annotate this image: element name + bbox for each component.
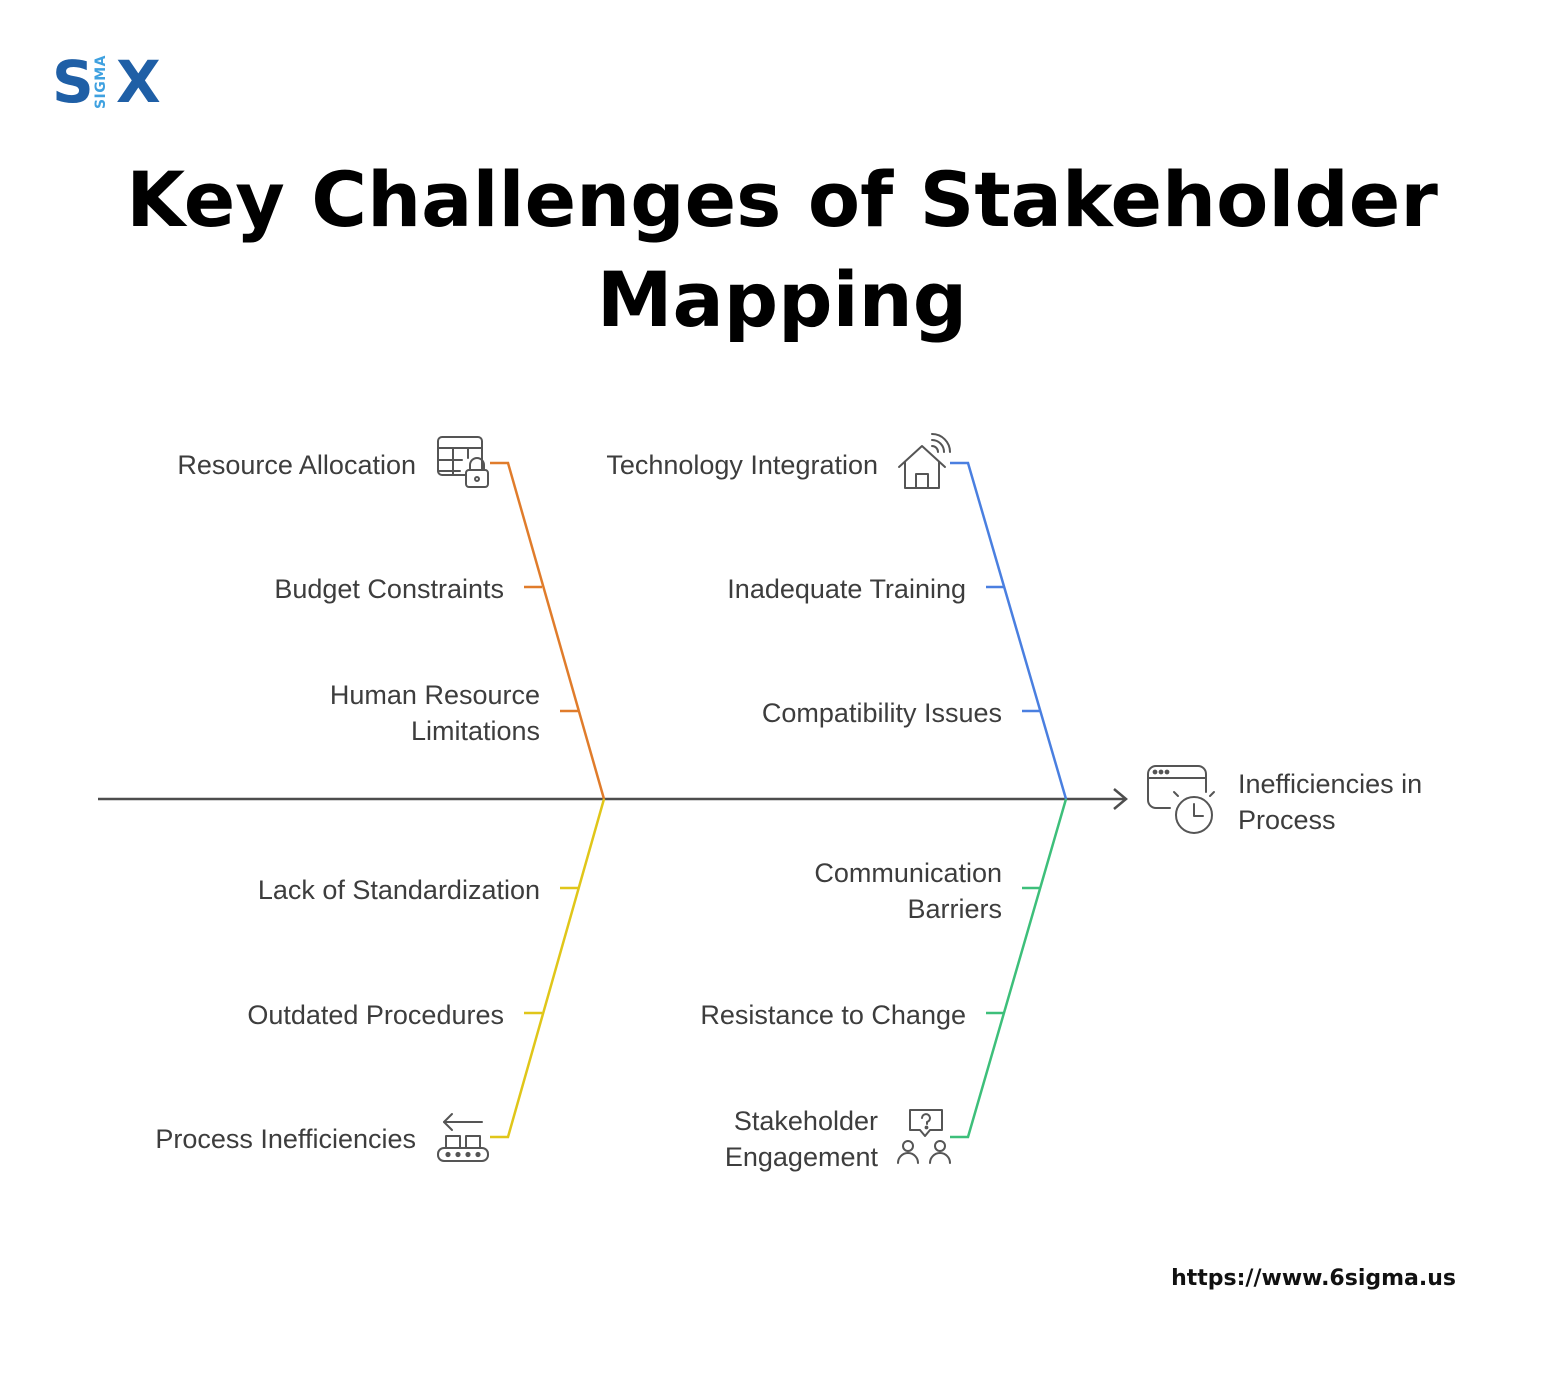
- browser-clock-icon: [1147, 765, 1215, 834]
- cause-resistance-to-change: Resistance to Change: [700, 1000, 966, 1030]
- cause-human-resource-limitations: Human Resource Limitations: [240, 677, 540, 749]
- cause-lack-of-standardization: Lack of Standardization: [257, 875, 540, 905]
- cause-resource-allocation: Resource Allocation: [177, 450, 416, 480]
- logo-letter-x: X: [116, 48, 161, 116]
- cause-technology-integration: Technology Integration: [606, 450, 878, 480]
- branch-resource-bone: [490, 461, 606, 800]
- title-line-1: Key Challenges of Stakeholder: [126, 155, 1438, 244]
- people-question-icon: [897, 1109, 951, 1164]
- cause-human-resource-line-1: Human Resource: [329, 680, 540, 710]
- branch-people: [950, 798, 1068, 1139]
- page-title: Key Challenges of Stakeholder Mapping: [0, 150, 1564, 350]
- effect-label: Inefficiencies in Process: [1238, 766, 1538, 838]
- branch-people-bone: [950, 798, 1068, 1139]
- logo-letter-s: S: [52, 48, 94, 116]
- title-line-2: Mapping: [596, 255, 968, 344]
- cause-human-resource-line-2: Limitations: [410, 716, 540, 746]
- branch-resource: [490, 461, 606, 800]
- cause-stakeholder-engagement: Stakeholder Engagement: [640, 1103, 878, 1175]
- cause-communication-line-1: Communication: [814, 858, 1002, 888]
- cause-inadequate-training: Inadequate Training: [727, 574, 966, 604]
- smart-home-icon: [898, 433, 951, 489]
- conveyor-belt-icon: [437, 1113, 489, 1162]
- cause-process-inefficiencies: Process Inefficiencies: [155, 1124, 416, 1154]
- cause-stakeholder-line-2: Engagement: [724, 1142, 878, 1172]
- cause-communication-line-2: Barriers: [907, 894, 1002, 924]
- branch-technology: [950, 461, 1068, 800]
- footer-url: https://www.6sigma.us: [1171, 1266, 1456, 1291]
- branch-process: [490, 798, 606, 1139]
- company-logo: S SIGMA X: [52, 50, 172, 114]
- table-lock-icon: [437, 436, 489, 488]
- branch-process-bone: [490, 798, 606, 1139]
- cause-outdated-procedures: Outdated Procedures: [247, 1000, 504, 1030]
- cause-compatibility-issues: Compatibility Issues: [761, 698, 1002, 728]
- effect-label-line-1: Inefficiencies in: [1238, 769, 1423, 799]
- branch-technology-bone: [950, 461, 1068, 800]
- effect-label-line-2: Process: [1238, 805, 1336, 835]
- spine-arrowhead: [1113, 788, 1128, 810]
- cause-budget-constraints: Budget Constraints: [274, 574, 504, 604]
- cause-communication-barriers: Communication Barriers: [700, 855, 1002, 927]
- cause-stakeholder-line-1: Stakeholder: [733, 1106, 878, 1136]
